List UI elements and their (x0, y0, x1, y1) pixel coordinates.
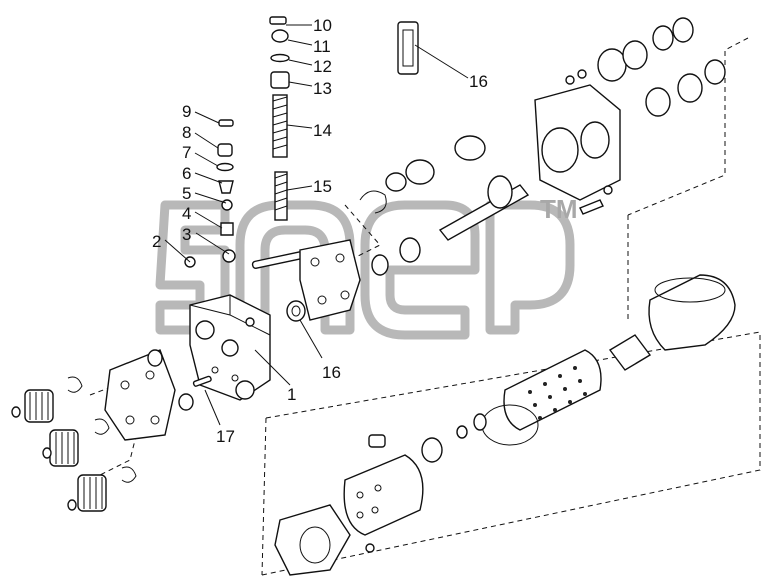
cotter-pin-9 (218, 119, 234, 127)
callout-5: 5 (182, 184, 191, 203)
valve-body-1 (189, 250, 308, 401)
filter-head (343, 454, 424, 536)
relief-valve-column (269, 16, 290, 221)
callout-13: 13 (313, 79, 332, 98)
cap-8 (217, 143, 233, 157)
bearing-upper (405, 159, 435, 185)
valve-6 (218, 180, 234, 194)
drive-gear (487, 175, 513, 209)
leader-lines (164, 24, 469, 426)
seal-16 (286, 300, 306, 322)
ball-5 (221, 199, 233, 211)
pin (251, 250, 308, 269)
callout-2: 2 (152, 232, 161, 251)
callout-1: 1 (287, 385, 296, 404)
watermark-logo: TM (155, 194, 578, 340)
callout-6: 6 (182, 164, 191, 183)
filter-assembly (274, 274, 736, 576)
spring-15 (274, 171, 288, 221)
filter-bowl (648, 274, 736, 351)
bolt (579, 199, 604, 215)
callout-15: 15 (313, 177, 332, 196)
cap-11 (271, 29, 289, 43)
callout-9: 9 (182, 102, 191, 121)
callout-16-seal: 16 (322, 363, 341, 382)
callout-7: 7 (182, 143, 191, 162)
o-ring-7 (216, 162, 234, 172)
plug-3 (222, 249, 236, 263)
lower-left-gears (11, 349, 212, 512)
trademark-mark: TM (540, 194, 578, 224)
callout-labels: 1 2 3 4 5 6 7 8 9 10 11 12 13 14 15 16 1… (152, 16, 488, 446)
gasket-lower (104, 349, 176, 441)
gear-pump-assembly (359, 17, 726, 276)
pin-10 (269, 16, 287, 25)
bushing-1 (597, 48, 627, 82)
snap-ring (359, 190, 387, 214)
adjuster-13 (270, 71, 290, 89)
callout-12: 12 (313, 57, 332, 76)
filter-spring (608, 334, 652, 371)
filter-gasket (274, 504, 351, 576)
callout-14: 14 (313, 121, 332, 140)
gear-c (77, 474, 107, 512)
washer-12 (270, 53, 290, 63)
gear-a (24, 389, 54, 423)
callout-8: 8 (182, 123, 191, 142)
bearing-lower (399, 237, 421, 263)
callout-11: 11 (313, 37, 331, 56)
callout-3: 3 (182, 225, 191, 244)
filter-element (503, 349, 602, 431)
small-parts-stack (184, 119, 236, 268)
callout-4: 4 (182, 204, 191, 223)
bushing-2 (645, 87, 671, 117)
callout-16-filter-element: 16 (469, 72, 488, 91)
spring-seat-4 (220, 222, 234, 236)
spring-14 (272, 94, 288, 158)
callout-10: 10 (313, 16, 332, 35)
callout-17: 17 (216, 427, 235, 446)
gasket-upper (299, 239, 361, 321)
gear-b (49, 429, 79, 467)
gasket-plates (104, 239, 361, 441)
drive-shaft (438, 184, 530, 241)
gear-upper (454, 135, 486, 161)
